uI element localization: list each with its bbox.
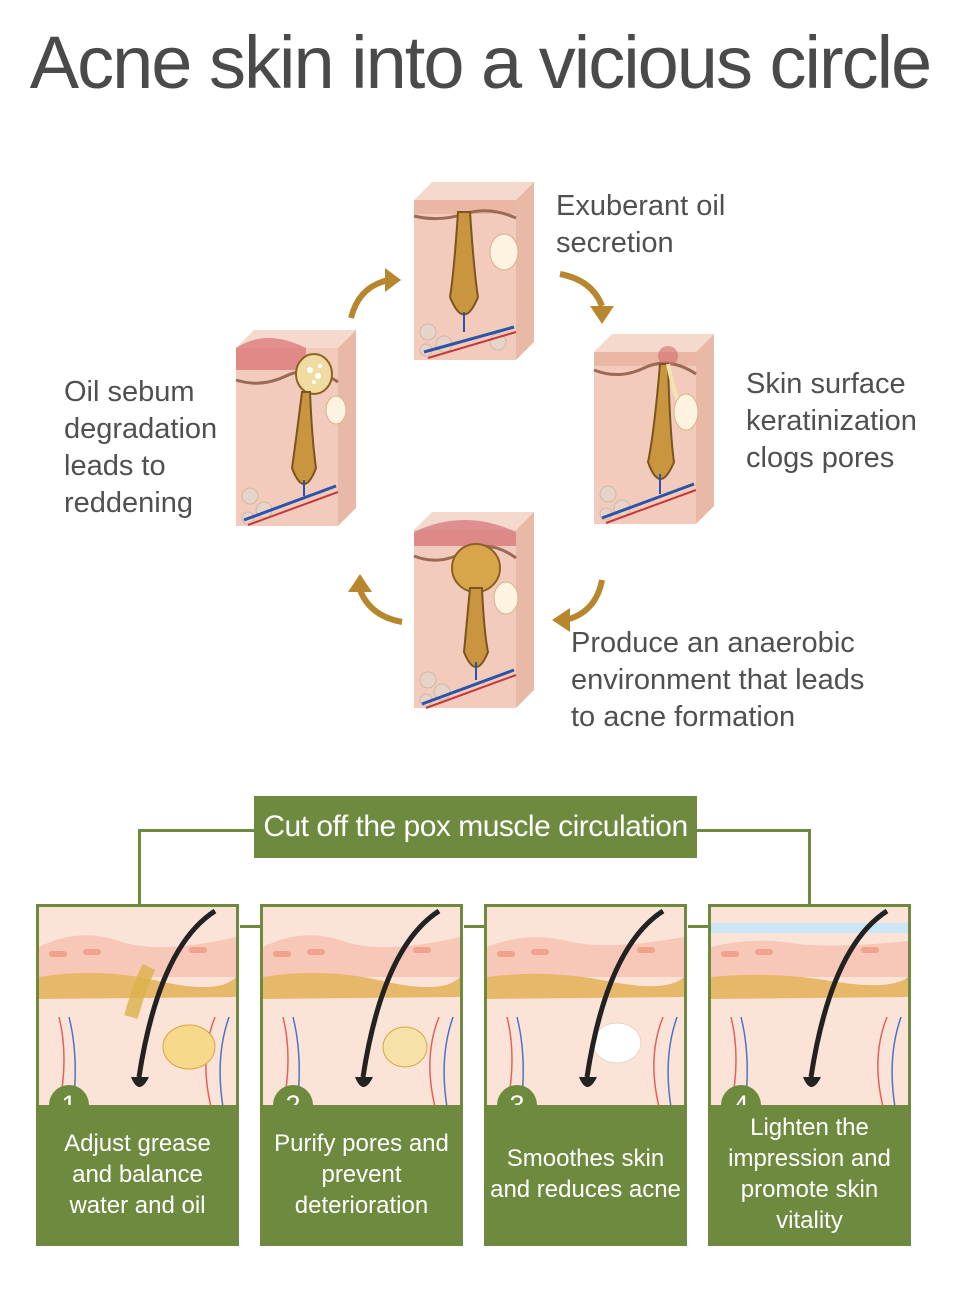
skin-illustration-grease bbox=[39, 907, 236, 1107]
caption-keratinization: Skin surface keratinization clogs pores bbox=[746, 366, 917, 477]
caption-oil-secretion: Exuberant oil secretion bbox=[556, 188, 725, 262]
page-title: Acne skin into a vicious circle bbox=[29, 21, 932, 104]
step-label: Lighten the impression and promote skin … bbox=[711, 1105, 908, 1243]
caption-line: secretion bbox=[556, 227, 674, 259]
caption-line: environment that leads bbox=[571, 664, 865, 696]
connector-line bbox=[696, 829, 811, 832]
skin-block-reddening bbox=[235, 330, 356, 526]
skin-illustration-purify bbox=[263, 907, 460, 1107]
skin-block-anaerobic bbox=[413, 512, 534, 709]
arrow-bottom-to-left-icon bbox=[348, 574, 403, 625]
caption-line: clogs pores bbox=[746, 442, 895, 474]
caption-line: to acne formation bbox=[571, 701, 796, 733]
skin-illustration-vitality bbox=[711, 907, 908, 1107]
caption-reddening: Oil sebum degradation leads to reddening bbox=[64, 374, 217, 522]
caption-line: Exuberant oil bbox=[556, 190, 726, 222]
caption-line: Oil sebum bbox=[64, 376, 195, 408]
caption-anaerobic: Produce an anaerobic environment that le… bbox=[571, 625, 864, 736]
skin-illustration-smooth bbox=[487, 907, 684, 1107]
caption-line: leads to bbox=[64, 450, 166, 482]
connector-line bbox=[138, 829, 141, 905]
caption-line: keratinization bbox=[746, 405, 917, 437]
connector-line bbox=[464, 925, 486, 928]
connector-line bbox=[688, 925, 710, 928]
arrow-right-to-bottom-icon bbox=[552, 579, 605, 632]
step-label: Smoothes skin and reduces acne bbox=[487, 1105, 684, 1243]
connector-line bbox=[808, 829, 811, 905]
step-label: Adjust grease and balance water and oil bbox=[39, 1105, 236, 1243]
solution-banner: Cut off the pox muscle circulation bbox=[254, 796, 697, 858]
caption-line: reddening bbox=[64, 487, 193, 519]
arrow-top-to-right-icon bbox=[559, 271, 614, 324]
step-card-3: 3 Smoothes skin and reduces acne bbox=[484, 904, 687, 1246]
arrow-left-to-top-icon bbox=[348, 268, 401, 319]
connector-line bbox=[138, 829, 255, 832]
step-card-1: 1 Adjust grease and balance water and oi… bbox=[36, 904, 239, 1246]
caption-line: Produce an anaerobic bbox=[571, 627, 855, 659]
caption-line: Skin surface bbox=[746, 368, 906, 400]
connector-line bbox=[240, 925, 262, 928]
step-card-2: 2 Purify pores and prevent deterioration bbox=[260, 904, 463, 1246]
step-label: Purify pores and prevent deterioration bbox=[263, 1105, 460, 1243]
skin-block-keratinization bbox=[593, 334, 714, 524]
skin-block-oil-secretion bbox=[413, 182, 534, 360]
step-card-4: 4 Lighten the impression and promote ski… bbox=[708, 904, 911, 1246]
caption-line: degradation bbox=[64, 413, 218, 445]
